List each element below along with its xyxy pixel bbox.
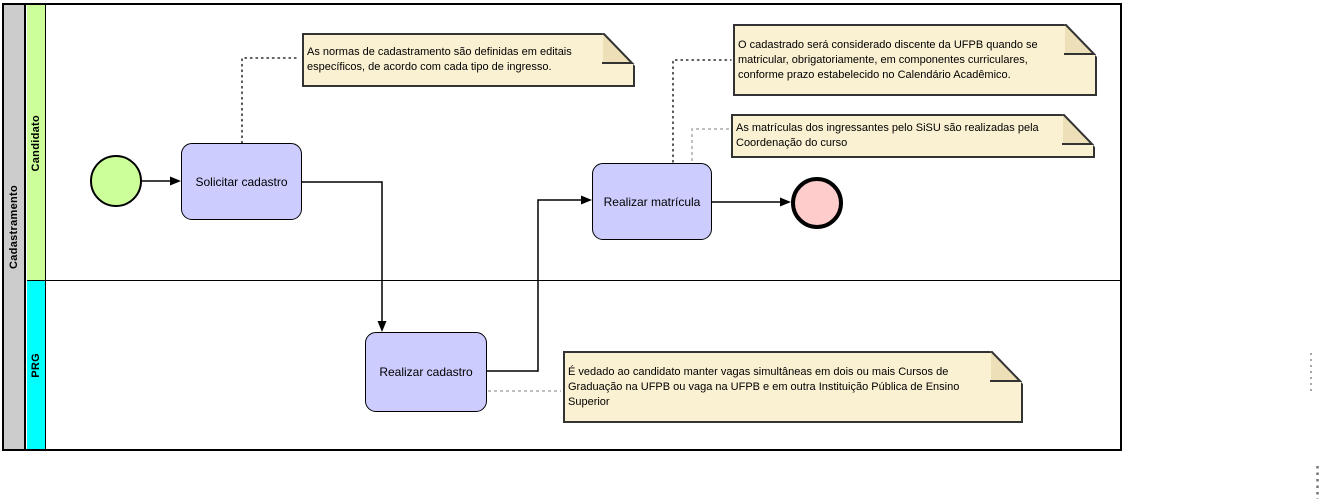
lane-divider <box>27 280 1120 281</box>
pool-header[interactable]: Cadastramento <box>4 5 26 449</box>
annotation-text: É vedado ao candidato manter vagas simul… <box>568 365 960 408</box>
task-label: Realizar matrícula <box>603 194 701 209</box>
task-label: Realizar cadastro <box>379 365 473 379</box>
note-fold-icon <box>1062 114 1095 147</box>
task-realizar-matricula[interactable]: Realizar matrícula <box>592 163 712 240</box>
annotation-note-discente[interactable]: O cadastrado será considerado discente d… <box>733 24 1097 96</box>
annotation-text: As normas de cadastramento são definidas… <box>307 46 572 73</box>
pool-label: Cadastramento <box>8 185 20 269</box>
annotation-text: O cadastrado será considerado discente d… <box>738 38 1038 81</box>
annotation-note-vagas[interactable]: É vedado ao candidato manter vagas simul… <box>563 351 1023 423</box>
note-fold-icon <box>602 33 635 66</box>
end-event[interactable] <box>791 177 843 229</box>
annotation-text: As matrículas dos ingressantes pelo SiSU… <box>736 122 1039 149</box>
lane-label-prg: PRG <box>30 352 42 378</box>
pool-cadastramento[interactable] <box>2 3 1122 451</box>
start-event[interactable] <box>90 155 142 207</box>
note-fold-icon <box>990 351 1023 384</box>
task-realizar-cadastro[interactable]: Realizar cadastro <box>365 332 487 412</box>
task-solicitar-cadastro[interactable]: Solicitar cadastro <box>181 143 302 220</box>
task-label: Solicitar cadastro <box>195 174 288 189</box>
lane-strip-candidato[interactable]: Candidato <box>27 5 46 281</box>
note-fold-icon <box>1064 24 1097 57</box>
lane-label-candidato: Candidato <box>30 114 42 172</box>
annotation-note-sisu[interactable]: As matrículas dos ingressantes pelo SiSU… <box>731 114 1095 158</box>
annotation-note-normas[interactable]: As normas de cadastramento são definidas… <box>302 33 635 87</box>
lane-strip-prg[interactable]: PRG <box>27 281 46 449</box>
